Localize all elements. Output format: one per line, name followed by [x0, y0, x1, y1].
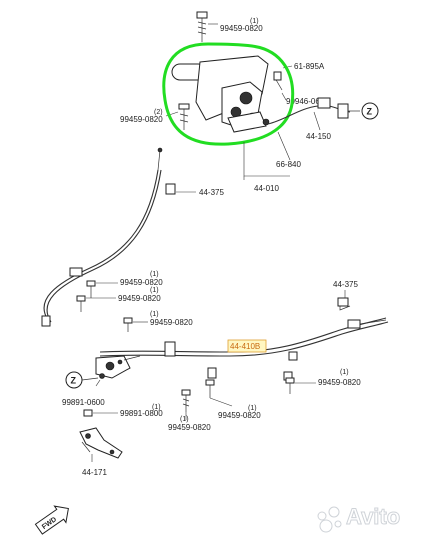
avito-watermark: Avito: [317, 504, 401, 533]
cable-clip-left: [41, 315, 51, 327]
z-marker-bottom-label: Z: [71, 376, 77, 386]
highlight-box: [227, 339, 267, 353]
nut-qty: (1): [152, 404, 161, 411]
clip-upper: [165, 183, 176, 195]
watermark-text: Avito: [346, 504, 400, 529]
bolt-right: [285, 377, 295, 394]
clip-right-label: 44-375: [333, 280, 358, 289]
bolt-right-qty: (1): [340, 369, 349, 376]
bolt-mid1: [86, 280, 96, 298]
bolt-left-qty: (2): [154, 109, 163, 116]
bolt-mid1-qty: (1): [150, 271, 159, 278]
nut2-label: 99891-0600: [62, 398, 105, 407]
rear-cable: [99, 317, 389, 381]
bolt-left: [178, 103, 190, 130]
assembly-label: 44-010: [254, 184, 279, 193]
bracket: [79, 427, 123, 459]
bolt-top: [196, 11, 218, 42]
z-marker-top-label: Z: [367, 107, 373, 117]
lever-label: 61-895A: [294, 62, 325, 71]
bolt-mid1-label: 99459-0820: [120, 278, 163, 287]
front-cable: [43, 147, 163, 323]
nut: [83, 409, 93, 417]
bolt-top-qty: (1): [250, 18, 259, 25]
z-marker-top: [361, 102, 379, 120]
bolt-bottom1-qty: (1): [180, 416, 189, 423]
bracket-label: 44-171: [82, 468, 107, 477]
clip-upper-label: 44-375: [199, 188, 224, 197]
bolt-mid2-label: 99459-0820: [118, 294, 161, 303]
highlight-circle: [162, 42, 295, 146]
parking-brake-lever: [171, 55, 283, 133]
bolt-mid3-label: 99459-0820: [150, 318, 193, 327]
bolt-mid3-qty: (1): [150, 311, 159, 318]
nut-label: 99891-0800: [120, 409, 163, 418]
bolt-right-label: 99459-0820: [318, 378, 361, 387]
cover-label: 66-840: [276, 160, 301, 169]
bolt-bottom2-label: 99459-0820: [218, 411, 261, 420]
bolt-mid3: [123, 317, 133, 332]
bolt-left-label: 99459-0820: [120, 115, 163, 124]
bolt-top-label: 99459-0820: [220, 24, 263, 33]
screw-label: 99946-0600: [286, 97, 329, 106]
bolt-mid2-qty: (1): [150, 287, 159, 294]
bolt-bottom2-qty: (1): [248, 405, 257, 412]
bolt-bottom1: [181, 389, 191, 412]
equalizer: [81, 355, 141, 381]
cable-rear-label: 44-410B: [230, 342, 260, 351]
clip-right: [337, 297, 351, 311]
bolt-bottom1-label: 99459-0820: [168, 423, 211, 432]
bolt-mid2: [76, 295, 86, 312]
fwd-arrow: FWD: [34, 505, 69, 535]
bolt-bottom2: [205, 379, 215, 398]
cable-bracket: [69, 267, 83, 277]
cable-front-label: 44-150: [306, 132, 331, 141]
front-cable-harness: [267, 97, 360, 125]
